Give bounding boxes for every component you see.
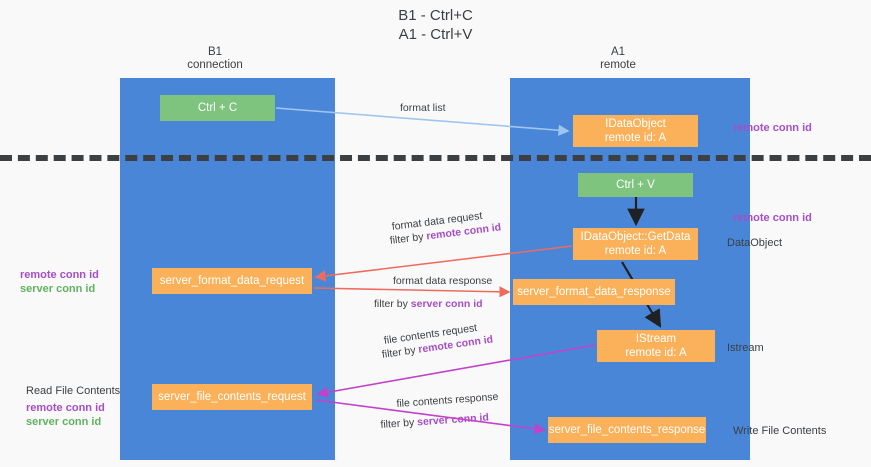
annotation-server-conn-id-left-upper: server conn id bbox=[20, 283, 96, 295]
edge-label-format-list: format list bbox=[400, 102, 446, 114]
edge-label-file-contents-response-filter: filter by server conn id bbox=[380, 410, 489, 432]
edge-label-format-data-response-filter: filter by server conn id bbox=[374, 297, 483, 311]
node-server-file-contents-response[interactable]: server_file_contents_response bbox=[548, 417, 706, 443]
annotation-istream: Istream bbox=[727, 342, 764, 354]
node-server-format-data-response[interactable]: server_format_data_response bbox=[513, 279, 675, 305]
diagram-title: B1 - Ctrl+C A1 - Ctrl+V bbox=[398, 7, 473, 43]
edge-label-file-contents-response: file contents response bbox=[396, 390, 499, 410]
node-ctrl-v[interactable]: Ctrl + V bbox=[578, 173, 693, 197]
annotation-remote-conn-id-top: remote conn id bbox=[733, 122, 812, 134]
node-server-format-data-request[interactable]: server_format_data_request bbox=[152, 268, 312, 294]
node-idataobject-getdata[interactable]: IDataObject::GetData remote id: A bbox=[573, 228, 698, 260]
filter-prefix: filter by bbox=[380, 416, 418, 431]
column-header-b1: B1 connection bbox=[187, 46, 243, 71]
section-divider bbox=[0, 155, 871, 161]
edge-label-format-data-response: format data response bbox=[393, 275, 493, 287]
node-idataobject[interactable]: IDataObject remote id: A bbox=[573, 115, 698, 147]
node-ctrl-c[interactable]: Ctrl + C bbox=[160, 95, 275, 121]
filter-key: server conn id bbox=[410, 298, 483, 310]
node-istream[interactable]: IStream remote id: A bbox=[597, 330, 715, 362]
annotation-remote-conn-id-left-upper: remote conn id bbox=[20, 269, 99, 281]
annotation-left-conn-ids-upper: remote conn id server conn id bbox=[20, 268, 99, 296]
annotation-read-file-contents: Read File Contents bbox=[26, 385, 121, 397]
node-server-file-contents-request[interactable]: server_file_contents_request bbox=[152, 384, 312, 410]
annotation-remote-conn-id-left-lower: remote conn id bbox=[26, 402, 105, 414]
annotation-dataobject: DataObject bbox=[727, 237, 783, 249]
annotation-left-conn-ids-lower: remote conn id server conn id bbox=[26, 401, 105, 429]
annotation-remote-conn-id-mid: remote conn id bbox=[733, 212, 812, 224]
filter-prefix: filter by bbox=[381, 343, 420, 361]
annotation-write-file-contents: Write File Contents bbox=[733, 425, 827, 437]
filter-key: server conn id bbox=[416, 411, 490, 429]
annotation-server-conn-id-left-lower: server conn id bbox=[26, 416, 102, 428]
filter-prefix: filter by bbox=[374, 298, 411, 310]
filter-prefix: filter by bbox=[389, 230, 428, 247]
column-header-a1: A1 remote bbox=[600, 46, 636, 71]
connector-format-data-response bbox=[313, 286, 511, 298]
